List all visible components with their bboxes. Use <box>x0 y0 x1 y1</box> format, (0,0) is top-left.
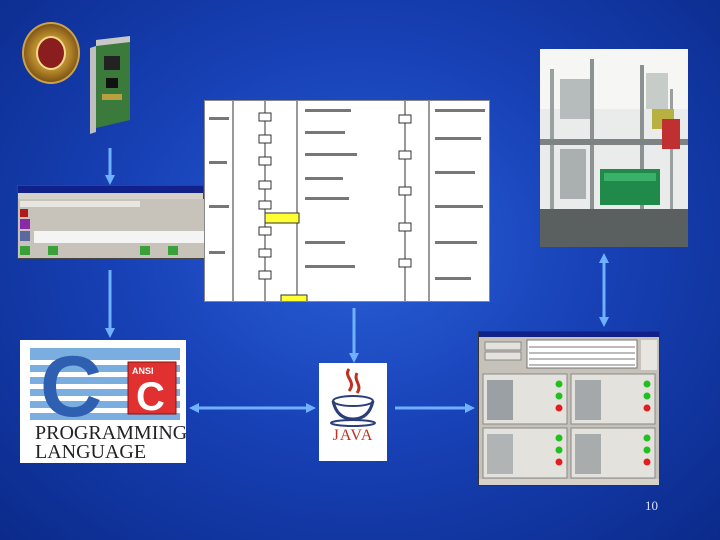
supervisory-control-screenshot <box>478 331 660 486</box>
configuration-window-screenshot <box>17 185 205 259</box>
java-cup-icon <box>330 368 376 427</box>
c-book-title-line2: LANGUAGE <box>35 441 147 463</box>
ansi-badge-letter: C <box>136 375 165 419</box>
c-book-title-line1: PROGRAMMING <box>35 422 188 444</box>
java-logo: JAVA <box>319 363 387 461</box>
c-programming-book-cover: C ANSI C PROGRAMMING LANGUAGE <box>20 340 188 463</box>
c-logo-letter: C <box>40 340 102 420</box>
ansi-badge-text: ANSI <box>132 366 154 376</box>
automation-lab-photo <box>540 49 688 247</box>
university-seal-icon <box>22 22 80 84</box>
page-number: 10 <box>645 498 658 513</box>
grafcet-diagram-screenshot <box>204 100 490 302</box>
java-logo-text: JAVA <box>332 427 374 444</box>
pci-card-icon <box>90 36 130 134</box>
